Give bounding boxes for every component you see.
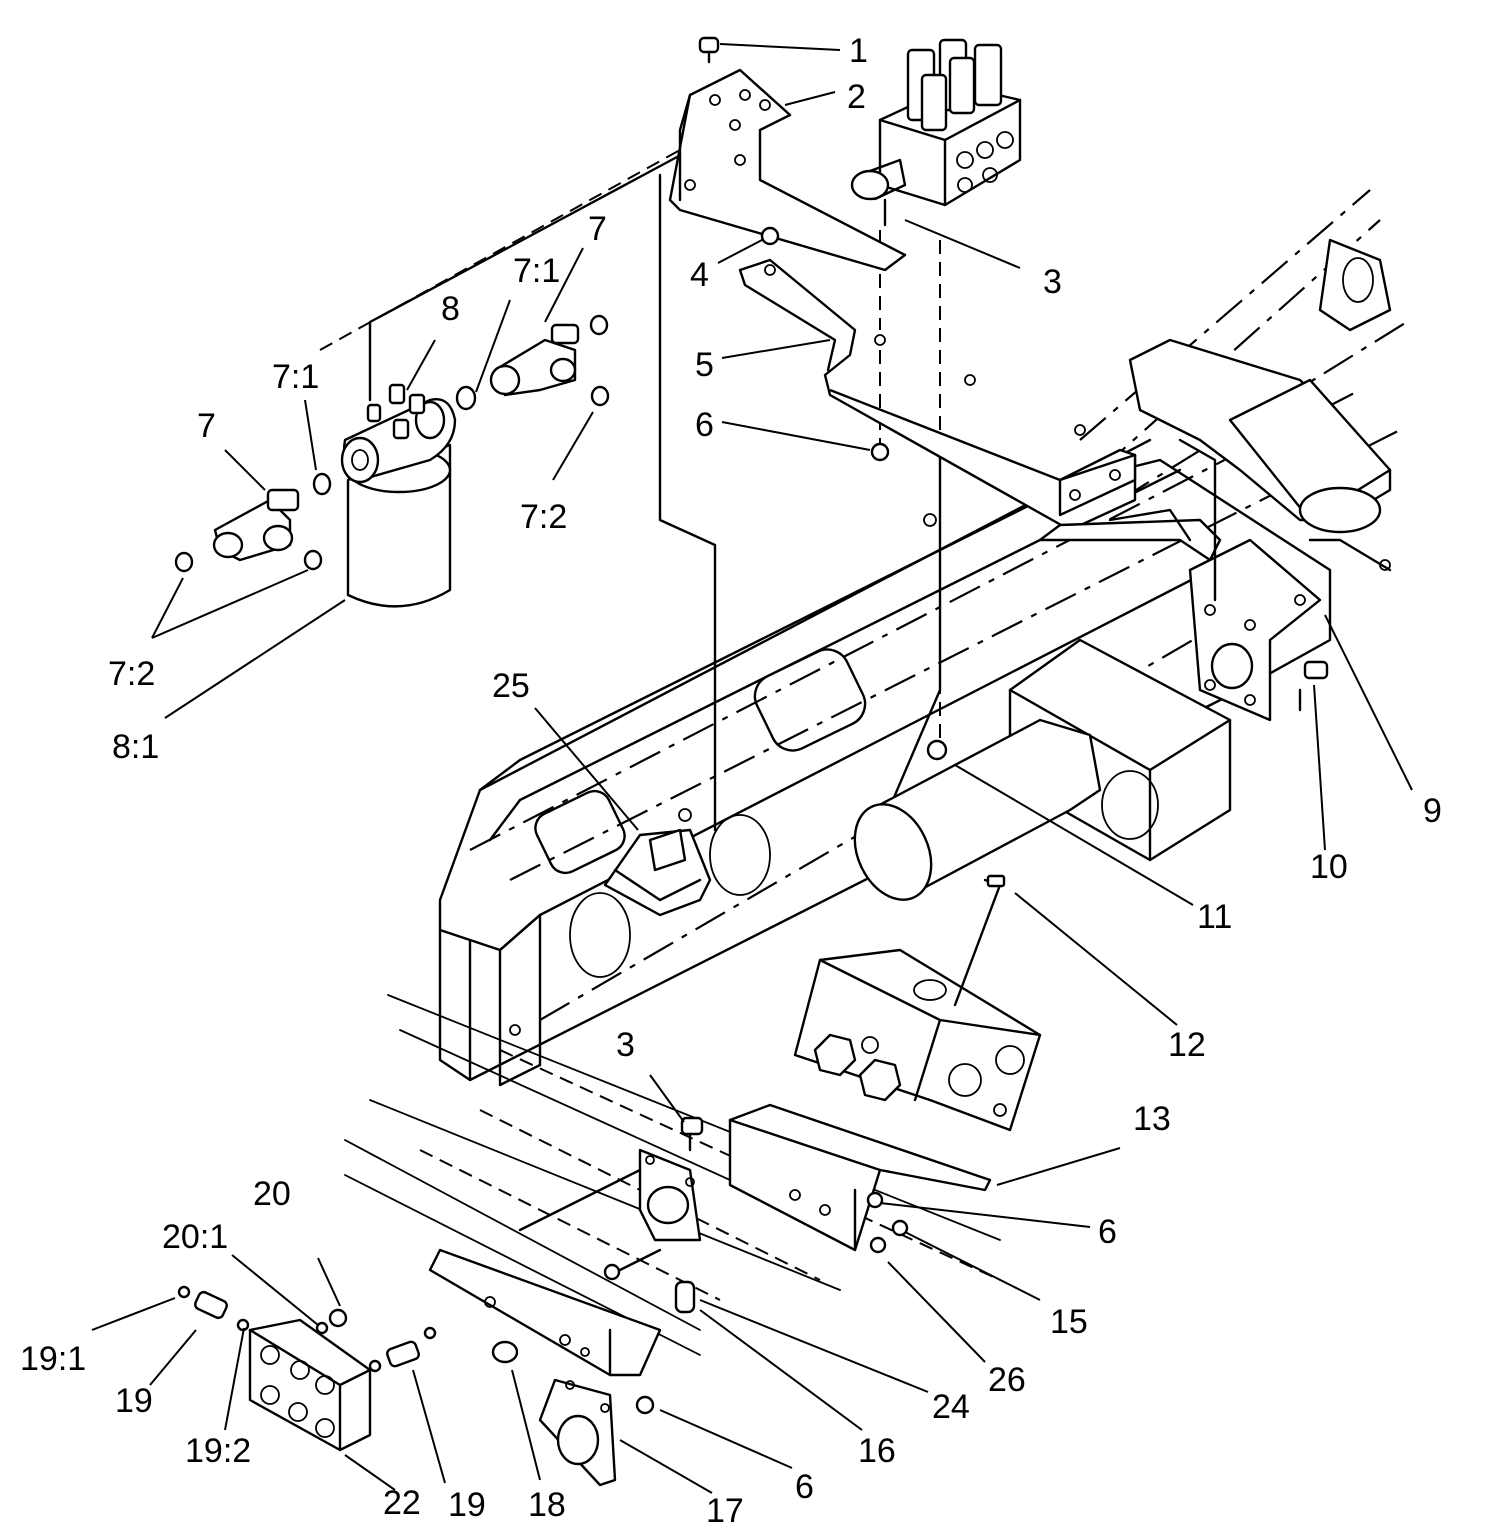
callout-19-left: 19 (115, 1382, 153, 1420)
filter-fittings (174, 314, 610, 573)
callout-3-lower: 3 (616, 1026, 635, 1064)
callout-19-2: 19:2 (185, 1432, 251, 1470)
lower-mounting-channel (428, 1248, 662, 1487)
connector-block (177, 1285, 437, 1452)
callout-7-2-right: 7:2 (520, 498, 567, 536)
callout-3-upper: 3 (1043, 263, 1062, 301)
callout-10: 10 (1310, 848, 1348, 886)
right-side-bracket (1038, 238, 1392, 722)
callout-22: 22 (383, 1484, 421, 1522)
callout-6-upper: 6 (695, 406, 714, 444)
callout-7-left: 7 (197, 407, 216, 445)
callout-6-mid: 6 (1098, 1213, 1117, 1251)
callout-2: 2 (847, 78, 866, 116)
accumulator-tank (853, 638, 1232, 901)
callout-8: 8 (441, 290, 460, 328)
callout-8-1: 8:1 (112, 728, 159, 766)
callout-7-right: 7 (588, 210, 607, 248)
callout-7-1-right: 7:1 (513, 252, 560, 290)
callout-labels: 1 2 3 4 5 6 7 7:1 7 7:1 8 7:2 7:2 8:1 25… (20, 32, 1442, 1528)
lower-manifold (793, 874, 1042, 1132)
frame-rail (344, 438, 1332, 1356)
callout-16: 16 (858, 1432, 896, 1470)
oil-filter (340, 383, 457, 608)
callout-leaders (91, 43, 1413, 1494)
callout-7-2-left: 7:2 (108, 655, 155, 693)
callout-4: 4 (690, 256, 709, 294)
callout-12: 12 (1168, 1026, 1206, 1064)
callout-18: 18 (528, 1486, 566, 1524)
callout-7-1-left: 7:1 (272, 358, 319, 396)
callout-26: 26 (988, 1361, 1026, 1399)
mounting-plate (738, 258, 1137, 532)
callout-11: 11 (1197, 898, 1232, 936)
callout-9: 9 (1423, 792, 1442, 830)
callout-15: 15 (1050, 1303, 1088, 1341)
callout-20-1: 20:1 (162, 1218, 228, 1256)
lower-bracket (728, 1103, 992, 1254)
callout-1: 1 (849, 32, 868, 70)
callout-20: 20 (253, 1175, 291, 1213)
callout-19-1: 19:1 (20, 1340, 86, 1378)
callout-6-lower: 6 (795, 1468, 814, 1506)
hose-clamp-mount (603, 828, 712, 917)
callout-17: 17 (706, 1492, 744, 1528)
callout-5: 5 (695, 346, 714, 384)
callout-25: 25 (492, 667, 530, 705)
callout-19-right: 19 (448, 1486, 486, 1524)
center-support-plate (603, 1116, 704, 1314)
assembly-lines (368, 148, 942, 1272)
callout-13: 13 (1133, 1100, 1171, 1138)
upper-mounting-bracket (668, 36, 907, 272)
callout-24: 24 (932, 1388, 970, 1426)
valve-block (850, 38, 1022, 227)
